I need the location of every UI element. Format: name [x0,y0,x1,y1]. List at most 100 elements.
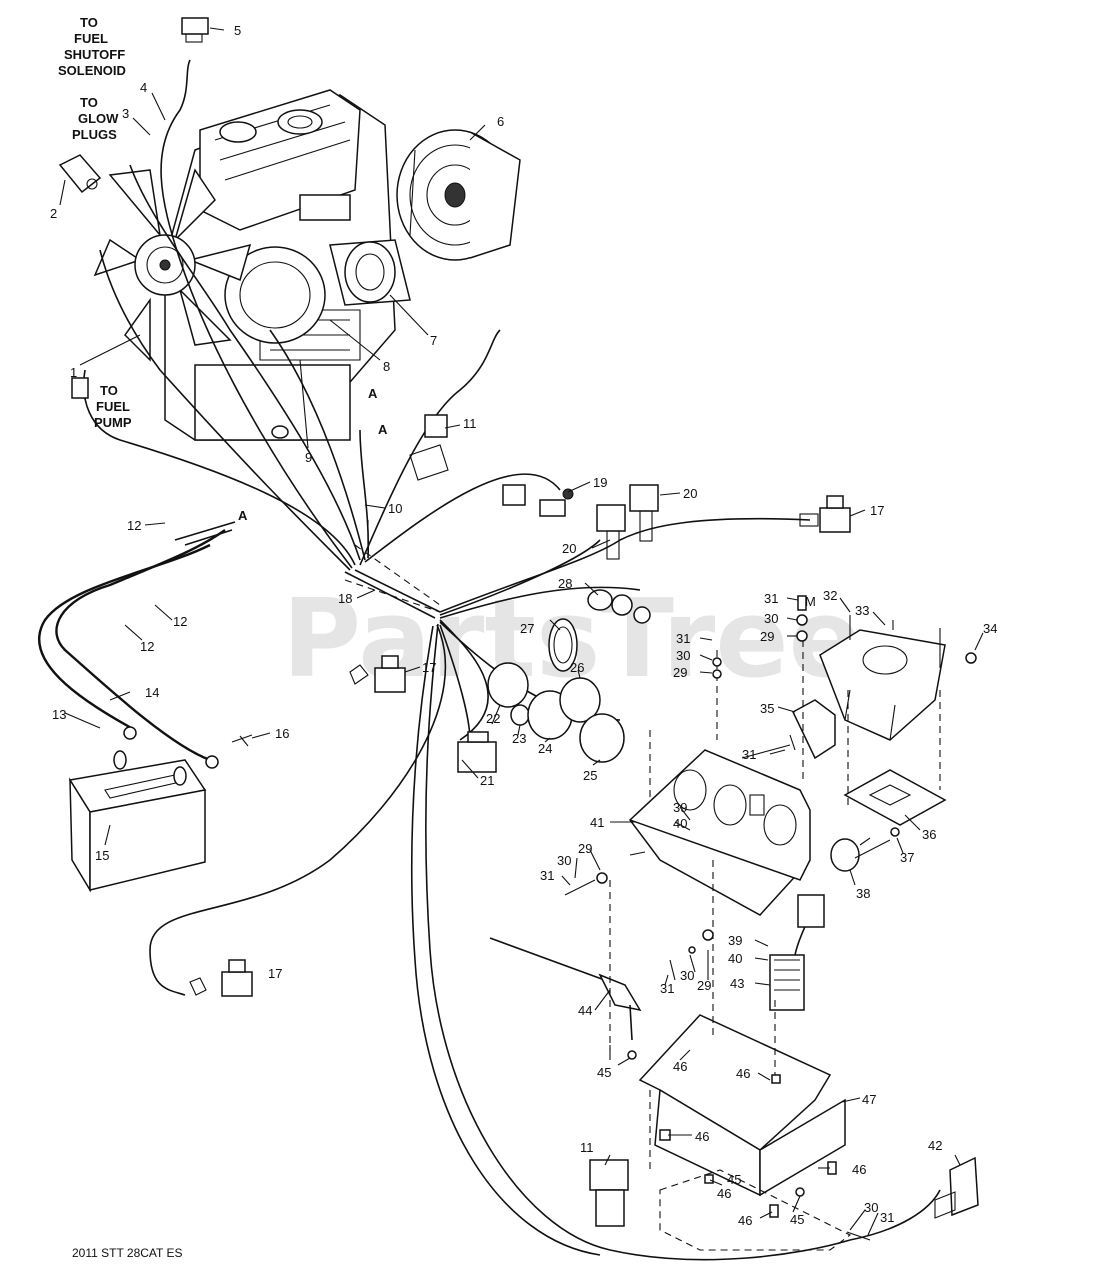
svg-text:SHUTOFF: SHUTOFF [64,47,125,62]
part-callouts: 1 2 3 4 5 6 7 8 9 10 11 11 12 12 12 13 1… [50,23,997,1228]
callout-2: 2 [50,206,57,221]
console-box-47 [638,1014,846,1197]
pto-switch-17-top [799,495,851,533]
bracket-35 [792,699,836,760]
ground-ref-label: A [368,386,378,401]
callout-11: 11 [463,416,477,431]
callout-39: 39 [728,933,742,948]
annotation-fuel-pump: TO FUEL PUMP [94,383,132,430]
callout-12: 12 [140,639,154,654]
key-switch-38 [830,837,891,872]
callout-40: 40 [673,816,687,831]
svg-text:GLOW: GLOW [78,111,119,126]
callout-11: 11 [580,1140,594,1155]
callout-31: 31 [764,591,778,606]
callout-45: 45 [597,1065,611,1080]
callout-7: 7 [430,333,437,348]
engine-assembly [164,89,411,441]
callout-29: 29 [697,978,711,993]
callout-46: 46 [673,1059,687,1074]
callout-20: 20 [683,486,697,501]
annotation-glow-plugs: TO GLOW PLUGS [72,95,119,142]
callout-30: 30 [764,611,778,626]
callout-21: 21 [480,773,494,788]
callout-46: 46 [736,1066,750,1081]
callout-43: 43 [730,976,744,991]
callout-15: 15 [95,848,109,863]
connector-19 [502,484,574,517]
ground-ref-label: A [378,422,388,437]
relay-21 [457,731,497,773]
callout-17: 17 [870,503,884,518]
leader-lines [59,27,984,1236]
switch-42 [934,1156,979,1219]
callout-5: 5 [234,23,241,38]
callout-46: 46 [738,1213,752,1228]
callout-46: 46 [852,1162,866,1177]
gauges [487,589,651,763]
callout-3: 3 [122,106,129,121]
callout-12: 12 [127,518,141,533]
relay-11-top [409,414,449,481]
svg-text:SOLENOID: SOLENOID [58,63,126,78]
model-code: 2011 STT 28CAT ES [72,1246,183,1260]
callout-25: 25 [583,768,597,783]
rod-44 [489,937,642,1041]
callout-31: 31 [660,981,674,996]
svg-text:TO: TO [100,383,118,398]
callout-35: 35 [760,701,774,716]
callout-30: 30 [676,648,690,663]
callout-8: 8 [383,359,390,374]
callout-33: 33 [855,603,869,618]
svg-text:PLUGS: PLUGS [72,127,117,142]
pto-clutch [396,129,521,261]
callout-30: 30 [864,1200,878,1215]
wiring-harness [83,59,941,1261]
callout-38: 38 [856,886,870,901]
callout-31: 31 [676,631,690,646]
callout-45: 45 [727,1172,741,1187]
annotation-fuel-shutoff-solenoid: TO FUEL SHUTOFF SOLENOID [58,15,126,78]
callout-29: 29 [760,629,774,644]
callout-29: 29 [673,665,687,680]
relay-11-bottom [589,1159,629,1227]
callout-31: 31 [540,868,554,883]
callout-6: 6 [497,114,504,129]
engine-fan [93,168,252,362]
callout-10: 10 [388,501,402,516]
callout-36: 36 [922,827,936,842]
callout-30: 30 [680,968,694,983]
callout-26: 26 [570,660,584,675]
callout-29: 29 [578,841,592,856]
callout-42: 42 [928,1138,942,1153]
callout-13: 13 [52,707,66,722]
callout-1: 1 [70,365,77,380]
callout-44: 44 [578,1003,592,1018]
callout-31: 31 [880,1210,894,1225]
callout-12: 12 [173,614,187,629]
callout-19: 19 [593,475,607,490]
plate-36 [843,769,947,826]
fuel-shutoff-connector [181,17,209,43]
battery-cable-14 [55,529,226,762]
module-43 [769,894,825,1011]
callout-18: 18 [338,591,352,606]
callout-39: 39 [673,800,687,815]
callout-16: 16 [275,726,289,741]
callout-24: 24 [538,741,552,756]
callout-4: 4 [140,80,147,95]
callout-32: 32 [823,588,837,603]
callout-47: 47 [862,1092,876,1107]
callout-14: 14 [145,685,159,700]
dash-panel [628,749,811,916]
callout-34: 34 [983,621,997,636]
callout-46: 46 [695,1129,709,1144]
callout-45: 45 [790,1212,804,1227]
battery [68,750,207,893]
seat-switch-17-mid [349,655,406,693]
callout-30: 30 [557,853,571,868]
callout-23: 23 [512,731,526,746]
svg-text:FUEL: FUEL [96,399,130,414]
callout-28: 28 [558,576,572,591]
relays-20 [596,484,659,560]
